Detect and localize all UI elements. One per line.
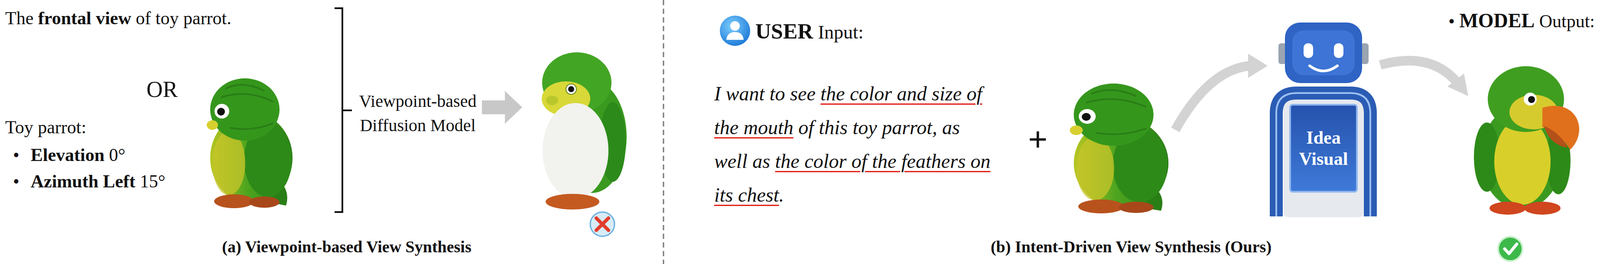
robot-panel: Idea Visual — [1289, 104, 1358, 193]
prompt-keyword: frontal view — [38, 8, 132, 29]
subfigure-caption: (a) Viewpoint-based View Synthesis — [221, 237, 472, 258]
parameter-heading: Toy parrot: — [5, 116, 87, 139]
prompt-text: of toy parrot. — [135, 8, 231, 29]
subfigure-caption: (b) Intent-Driven View Synthesis (Ours) — [990, 237, 1272, 258]
parameter-value: 15° — [139, 171, 166, 192]
bullet: • — [13, 171, 20, 192]
parameter-name: Elevation — [30, 145, 105, 166]
model-heading: • MODEL Output: — [1448, 8, 1595, 33]
subfigure-caption-text: (a) Viewpoint-based View Synthesis — [221, 237, 472, 257]
or-line: OR — [146, 76, 178, 104]
model-label: Viewpoint-based Diffusion Model — [353, 89, 482, 138]
user-role: USER — [755, 19, 814, 44]
parameter-name: Azimuth Left — [30, 171, 136, 192]
bullet: • — [13, 145, 20, 166]
parameter-heading-text: Toy parrot: — [5, 117, 87, 138]
user-heading-text: Input: — [817, 21, 864, 43]
parameter-line: • Azimuth Left 15° — [13, 170, 166, 193]
request-text: . — [778, 184, 784, 207]
user-request: I want to see the color and size of the … — [714, 77, 992, 213]
plus-sign: + — [1027, 122, 1048, 157]
plus-text: + — [1027, 120, 1048, 159]
subfigure-caption-text: (b) Intent-Driven View Synthesis (Ours) — [990, 237, 1272, 257]
node-text-group: Idea Visual — [1294, 127, 1353, 170]
model-heading-text: Output: — [1539, 11, 1595, 32]
prompt-line: The frontal view of toy parrot. — [5, 7, 232, 30]
request-text: I want to see — [714, 82, 816, 105]
user-heading: USER Input: — [755, 18, 864, 45]
bullet: • — [1448, 11, 1455, 32]
prompt-text: The — [5, 8, 34, 29]
or-text: OR — [146, 77, 178, 102]
parameter-line: • Elevation 0° — [13, 144, 126, 166]
model-label-text: Viewpoint-based Diffusion Model — [359, 91, 477, 136]
node-label: Idea Visual — [1294, 127, 1353, 170]
model-role: MODEL — [1459, 9, 1535, 32]
parameter-value: 0° — [109, 145, 126, 166]
